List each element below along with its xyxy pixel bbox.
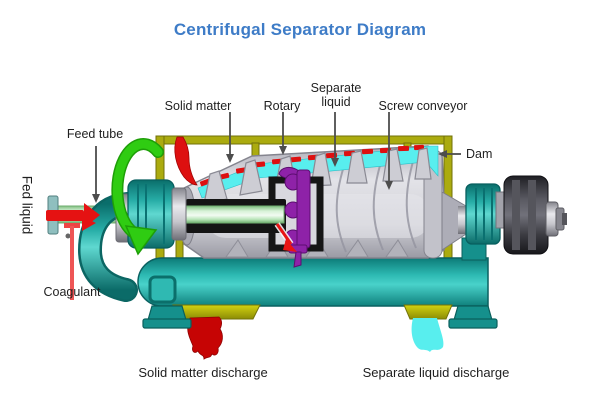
label-coagulant: Coagulant	[43, 285, 101, 299]
diagram-title: Centrifugal Separator Diagram	[173, 20, 427, 39]
coagulant-tee	[64, 223, 80, 228]
feed-arrows	[46, 203, 100, 300]
label-separate-liquid-discharge: Separate liquid discharge	[362, 365, 510, 380]
label-separate-liquid-line1: Separate	[310, 81, 362, 95]
liquid-discharge-chute	[403, 304, 453, 320]
left-pedestal-arm	[77, 192, 140, 302]
separate-liquid-stream	[411, 318, 444, 352]
drive-pulley	[503, 175, 549, 255]
base-left-foot-flange	[142, 318, 192, 329]
label-rotary: Rotary	[263, 99, 301, 113]
bearing-flange	[171, 187, 187, 241]
flange-bolt	[65, 233, 71, 239]
label-solid-matter: Solid matter	[164, 99, 232, 113]
base-beam	[137, 257, 489, 307]
label-separate-liquid-line2: liquid	[321, 95, 351, 109]
pulley-groove	[528, 180, 536, 250]
machine-base	[137, 257, 498, 360]
label-solid-matter-discharge: Solid matter discharge	[138, 365, 268, 380]
rotation-arrow	[111, 138, 164, 256]
feed-flow-arrow	[274, 222, 297, 252]
shaft-tip-cap	[562, 213, 567, 225]
coagulant-line	[70, 226, 74, 300]
label-fed-liquid: Fed liquid	[19, 175, 35, 235]
label-feed-tube: Feed tube	[66, 127, 124, 141]
base-inspection-plate	[148, 275, 177, 304]
label-separate-liquid: Separate liquid	[311, 81, 362, 109]
rotary-distributor	[278, 166, 311, 268]
base-right-foot-flange	[448, 318, 498, 329]
feed-entry-arrowhead	[82, 216, 96, 231]
fed-liquid-arrow	[46, 210, 84, 221]
label-arrows	[92, 112, 461, 203]
solid-matter-stream	[187, 316, 223, 360]
solids-curl	[174, 136, 198, 186]
base-right-foot	[453, 305, 493, 321]
label-dam: Dam	[466, 147, 493, 161]
base-left-foot	[147, 305, 187, 321]
pulley-groove	[512, 180, 520, 250]
label-screw-conveyor: Screw conveyor	[378, 99, 468, 113]
drive-end	[441, 175, 567, 261]
